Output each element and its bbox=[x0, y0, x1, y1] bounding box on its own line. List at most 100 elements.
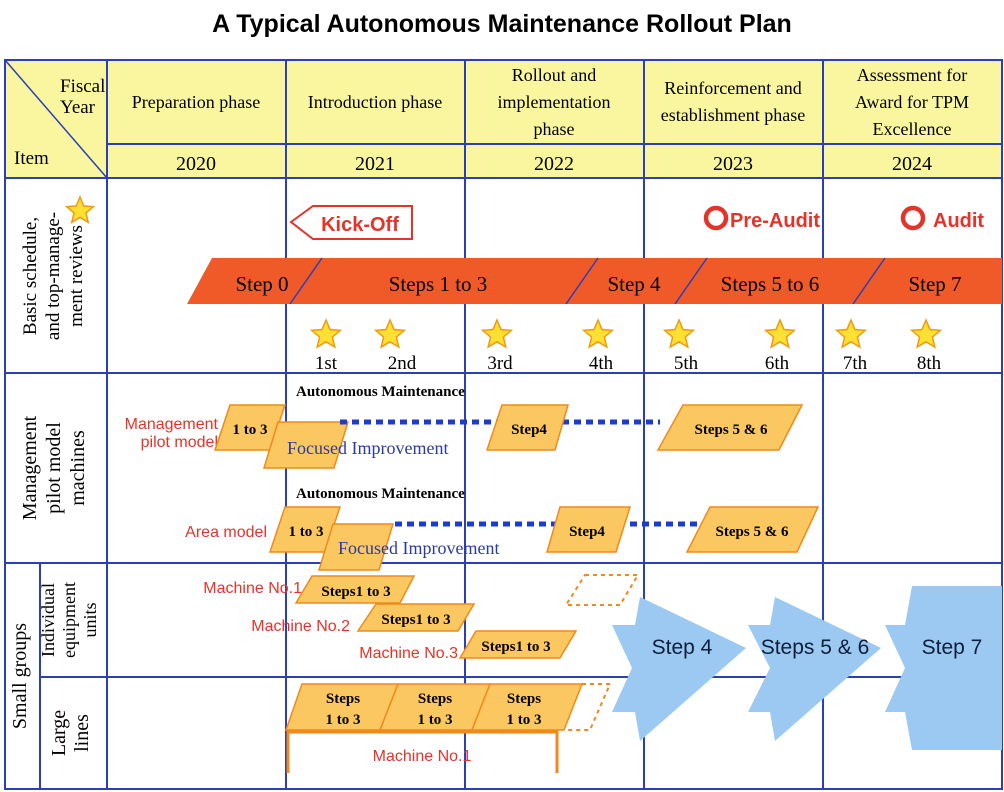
svg-text:units: units bbox=[80, 602, 100, 637]
large-lines-section: Steps 1 to 3 Steps 1 to 3 Steps 1 to 3 M… bbox=[284, 683, 612, 773]
row-label-individual: Individual equipment units bbox=[38, 582, 100, 658]
machine-step-label: Steps1 to 3 bbox=[481, 639, 550, 655]
line-step-label: Steps bbox=[326, 691, 360, 707]
fi-label: Focused Improvement bbox=[287, 438, 448, 458]
machine-step-box bbox=[294, 575, 416, 604]
review-label: 6th bbox=[765, 353, 790, 374]
svg-text:Management: Management bbox=[19, 415, 41, 520]
pilot-step-label: Steps 5 & 6 bbox=[716, 524, 789, 540]
pilot-step-label: 1 to 3 bbox=[233, 422, 268, 438]
small-group-arrows: Step 4 Steps 5 & 6 Step 7 bbox=[612, 586, 1002, 750]
future-step-outline bbox=[564, 683, 612, 731]
machine-label: Machine No.1 bbox=[203, 580, 302, 597]
pilot-section: Autonomous Maintenance Autonomous Mainte… bbox=[125, 384, 820, 571]
blue-arrow-label: Step 7 bbox=[922, 636, 983, 659]
year-label: 2023 bbox=[713, 153, 753, 175]
pilot-step-box bbox=[685, 506, 820, 553]
machine-label: Machine No.2 bbox=[251, 618, 350, 635]
pilot-step-label: Steps 5 & 6 bbox=[695, 422, 768, 438]
machine-step-label: Steps1 to 3 bbox=[381, 612, 450, 628]
phase-label: Reinforcement and bbox=[664, 78, 801, 98]
machine-label: Machine No.3 bbox=[359, 645, 458, 662]
row-label-large-lines: Large lines bbox=[48, 710, 93, 756]
step-label: Step 4 bbox=[607, 272, 661, 296]
blue-step-arrow bbox=[885, 586, 1002, 750]
star-icon bbox=[581, 318, 615, 349]
step-label: Steps 1 to 3 bbox=[389, 272, 488, 296]
year-label: 2020 bbox=[176, 153, 216, 175]
phase-headers: Preparation phase Introduction phase Rol… bbox=[132, 65, 969, 139]
area-model-label: Area model bbox=[185, 524, 267, 541]
review-label: 3rd bbox=[487, 353, 513, 374]
phase-label: Award for TPM bbox=[855, 92, 969, 112]
phase-label: implementation bbox=[498, 92, 611, 112]
audit-label: Audit bbox=[933, 210, 984, 232]
svg-text:pilot model: pilot model bbox=[43, 422, 65, 514]
corner-year-label: Year bbox=[60, 97, 96, 118]
phase-label: phase bbox=[534, 119, 575, 139]
star-icon bbox=[309, 318, 343, 349]
step-band: Step 0 Steps 1 to 3 Step 4 Steps 5 to 6 … bbox=[187, 257, 1002, 305]
pilot-step-box bbox=[656, 404, 804, 451]
machine-step-label: Steps1 to 3 bbox=[321, 584, 390, 600]
line-step-label: 1 to 3 bbox=[507, 712, 542, 728]
pilot-step-label: 1 to 3 bbox=[289, 524, 324, 540]
step-label: Steps 5 to 6 bbox=[721, 272, 820, 296]
star-icon bbox=[834, 318, 868, 349]
svg-text:equipment: equipment bbox=[59, 582, 79, 658]
blue-step-arrow bbox=[748, 597, 881, 741]
svg-text:Individual: Individual bbox=[38, 583, 58, 657]
management-pilot-label: pilot model bbox=[141, 434, 218, 451]
line-step-label: Steps bbox=[418, 691, 452, 707]
step-label: Step 0 bbox=[235, 272, 288, 296]
svg-text:and top-manage-: and top-manage- bbox=[43, 212, 64, 340]
review-label: 4th bbox=[589, 353, 614, 374]
focused-improvement-box bbox=[317, 523, 395, 571]
phase-label: Introduction phase bbox=[308, 92, 442, 112]
star-icon bbox=[480, 318, 514, 349]
star-icon bbox=[64, 195, 96, 224]
svg-text:Basic schedule,: Basic schedule, bbox=[20, 217, 41, 335]
review-label: 8th bbox=[917, 353, 942, 374]
review-label: 5th bbox=[674, 353, 699, 374]
audit-marker: Audit bbox=[900, 205, 984, 232]
star-icon bbox=[662, 318, 696, 349]
blue-step-arrow bbox=[612, 597, 746, 741]
review-label: 7th bbox=[843, 353, 868, 374]
review-stars bbox=[309, 318, 943, 349]
am-label: Autonomous Maintenance bbox=[296, 384, 465, 400]
machine-label: Machine No.1 bbox=[373, 748, 472, 765]
review-label: 2nd bbox=[388, 353, 417, 374]
review-labels: 1st 2nd 3rd 4th 5th 6th 7th 8th bbox=[315, 353, 942, 374]
row-label-pilot: Management pilot model machines bbox=[19, 415, 89, 520]
year-label: 2021 bbox=[355, 153, 395, 175]
pilot-step-label: Step4 bbox=[511, 422, 547, 438]
management-pilot-label: Management bbox=[125, 416, 219, 433]
machine-step-box bbox=[356, 603, 476, 632]
star-icon bbox=[373, 318, 407, 349]
year-label: 2024 bbox=[892, 153, 932, 175]
step-label: Step 7 bbox=[908, 272, 961, 296]
line-bracket bbox=[286, 730, 559, 773]
am-label: Autonomous Maintenance bbox=[296, 486, 465, 502]
svg-text:Small groups: Small groups bbox=[9, 623, 31, 729]
star-icon bbox=[909, 318, 943, 349]
machine-step-box bbox=[458, 630, 578, 659]
line-step-label: 1 to 3 bbox=[418, 712, 453, 728]
header-fills bbox=[5, 60, 1002, 178]
star-icon bbox=[763, 318, 797, 349]
pre-audit-label: Pre-Audit bbox=[730, 210, 820, 232]
fi-label: Focused Improvement bbox=[338, 538, 499, 558]
corner-fiscal-label: Fiscal bbox=[60, 76, 105, 97]
line-step-label: Steps bbox=[507, 691, 541, 707]
row-label-small-groups: Small groups bbox=[9, 623, 31, 729]
pilot-step-box bbox=[485, 404, 569, 451]
phase-label: Preparation phase bbox=[132, 92, 260, 112]
diagram-title: A Typical Autonomous Maintenance Rollout… bbox=[212, 10, 792, 38]
focused-improvement-box bbox=[262, 421, 350, 469]
target-icon bbox=[900, 205, 926, 231]
individual-equipment-section: Machine No.1 Steps1 to 3 Machine No.2 St… bbox=[203, 574, 640, 662]
row-label-basic: Basic schedule, and top-manage- ment rev… bbox=[20, 212, 87, 340]
kickoff-label: Kick-Off bbox=[321, 214, 399, 236]
